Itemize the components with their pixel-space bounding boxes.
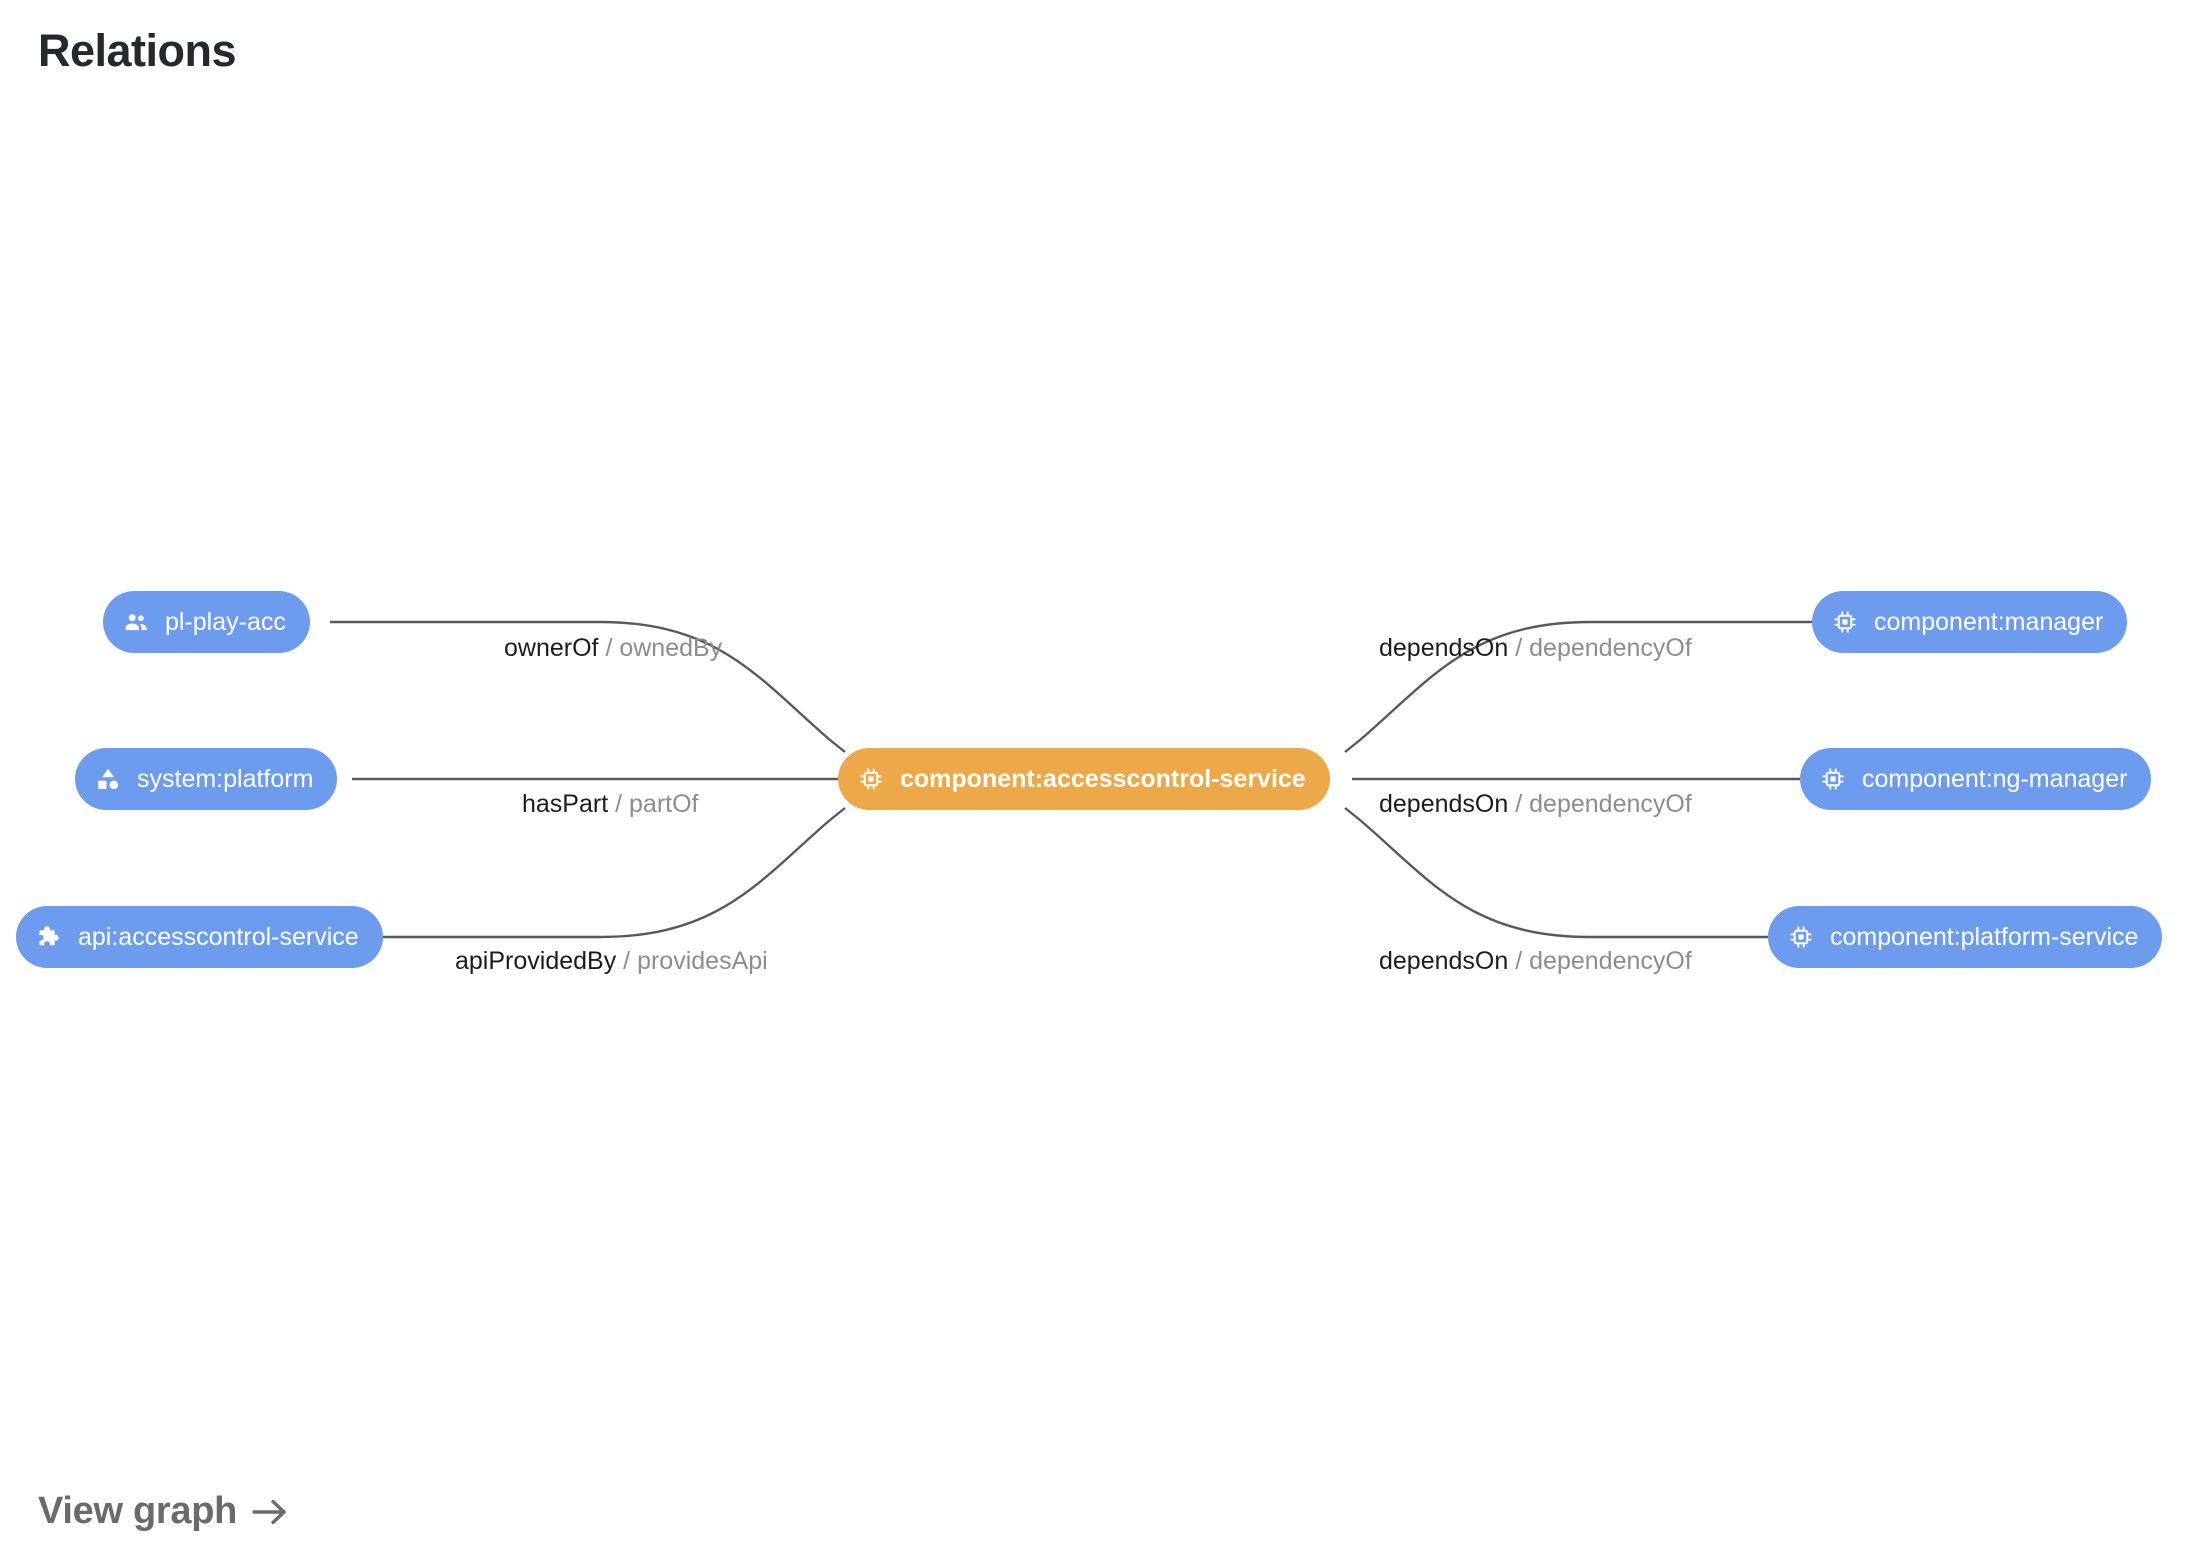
group-icon [123,609,149,635]
graph-node-system-platform[interactable]: system:platform [75,748,338,810]
puzzle-icon [36,924,62,950]
edge-label-dependsOn-platform-service: dependsOn / dependencyOf [1379,949,1692,974]
graph-edges [293,620,1812,939]
edge-label-reverse: dependencyOf [1529,634,1692,662]
graph-node-label: pl-play-acc [165,607,286,636]
graph-node-center-component-accesscontrol-service[interactable]: component:accesscontrol-service [838,748,1330,810]
edge-label-apiProvidedBy: apiProvidedBy / providesApi [455,949,768,974]
graph-node-label: component:platform-service [1830,922,2139,951]
edge-label-forward: dependsOn [1379,947,1509,975]
graph-node-component-platform-service[interactable]: component:platform-service [1768,906,2163,968]
edge-label-dependsOn-manager: dependsOn / dependencyOf [1379,636,1692,661]
edge-label-forward: ownerOf [504,634,599,662]
graph-node-label: component:ng-manager [1862,764,2128,793]
edge-label-reverse: dependencyOf [1529,790,1692,818]
edge-label-forward: dependsOn [1379,634,1509,662]
edge-label-ownerOf: ownerOf / ownedBy [504,636,722,661]
chip-icon [1832,609,1858,635]
graph-node-label: system:platform [137,764,314,793]
edge-label-separator: / [1515,634,1530,662]
graph-node-label: api:accesscontrol-service [78,922,359,951]
graph-node-label: component:manager [1874,607,2104,636]
graph-node-component-ng-manager[interactable]: component:ng-manager [1800,748,2152,810]
edge-label-reverse: partOf [629,790,699,818]
graph-node-pl-play-acc[interactable]: pl-play-acc [103,591,310,653]
page-title: Relations [38,25,237,76]
edge-label-reverse: providesApi [637,947,768,975]
chip-icon [858,766,884,792]
graph-node-label: component:accesscontrol-service [900,764,1306,793]
relations-graph: pl-play-acc system:platform api:accessco… [16,591,2163,974]
graph-node-api-accesscontrol-service[interactable]: api:accesscontrol-service [16,906,383,968]
category-icon [95,766,121,792]
edge-label-reverse: ownedBy [619,634,723,662]
edge-label-separator: / [623,947,638,975]
chip-icon [1820,766,1846,792]
edge-label-dependsOn-ng-manager: dependsOn / dependencyOf [1379,792,1692,817]
edge-label-separator: / [1515,790,1530,818]
edge-label-separator: / [615,790,630,818]
edge-label-forward: dependsOn [1379,790,1509,818]
edge-label-forward: hasPart [522,790,609,818]
edge-label-separator: / [1515,947,1530,975]
chip-icon [1788,924,1814,950]
edge-label-separator: / [605,634,620,662]
edge-label-reverse: dependencyOf [1529,947,1692,975]
arrow-right-icon [251,1497,289,1527]
view-graph-label: View graph [38,1490,238,1532]
edge-path-dependsOn-platform-service [1344,807,1768,939]
edge-label-forward: apiProvidedBy [455,947,617,975]
edge-label-hasPart: hasPart / partOf [522,792,699,817]
graph-node-component-manager[interactable]: component:manager [1812,591,2128,653]
view-graph-link[interactable]: View graph [38,1490,289,1533]
